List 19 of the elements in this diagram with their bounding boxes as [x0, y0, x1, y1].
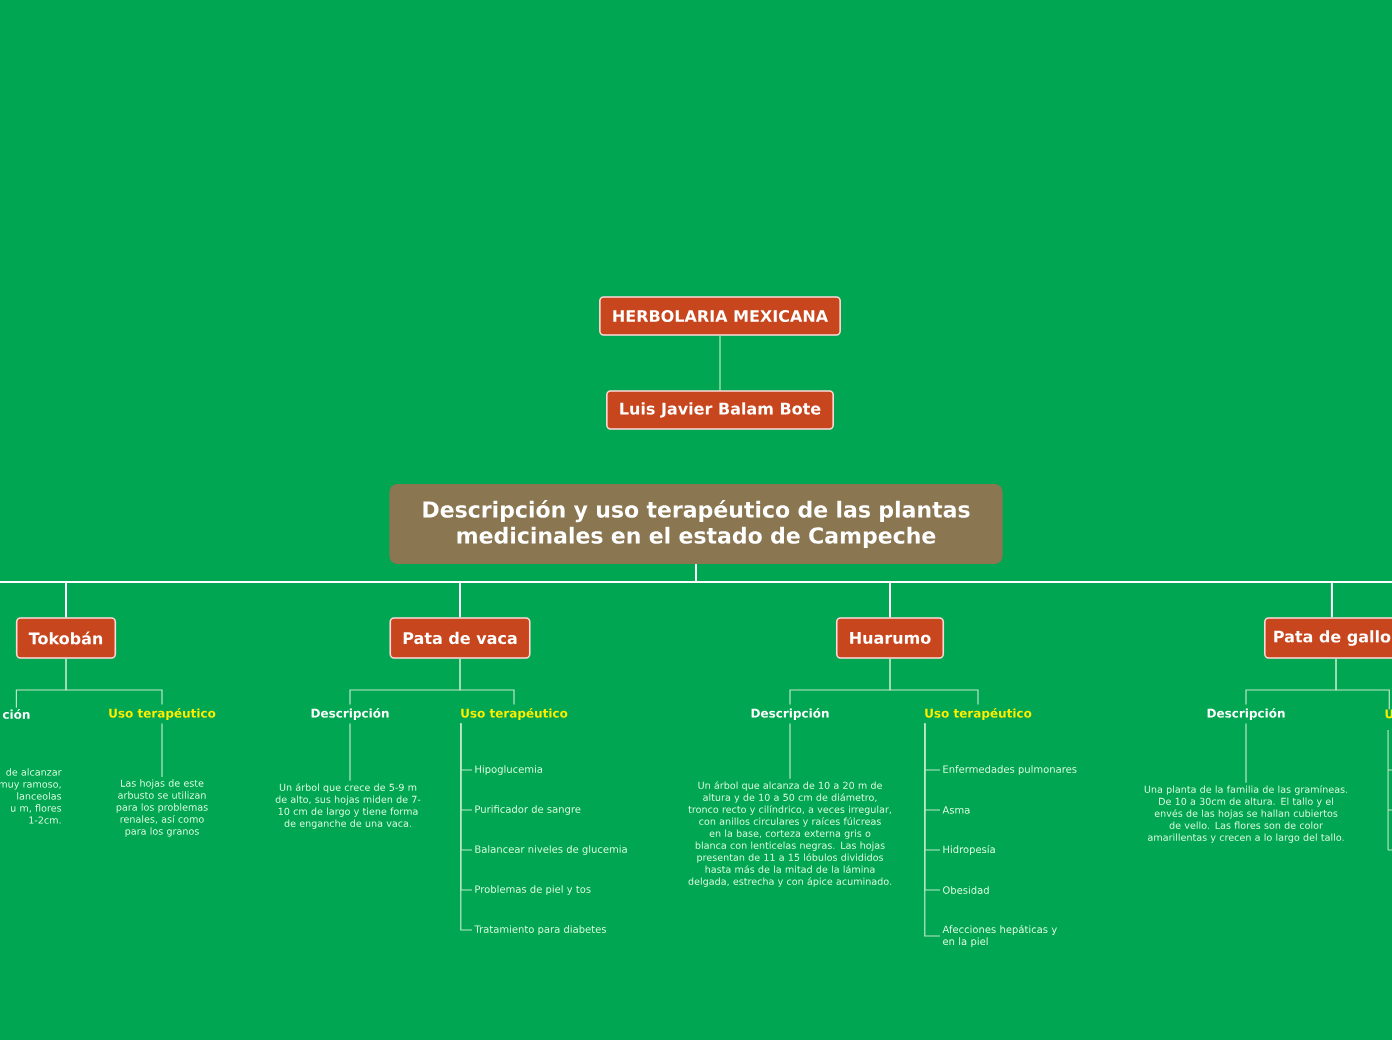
connector-line: [695, 563, 1333, 619]
connector-line: [1245, 722, 1247, 784]
connector-line: [1335, 658, 1390, 710]
connector-line: [459, 658, 515, 706]
topic-box: Luis Javier Balam Bote: [606, 390, 834, 430]
connector-line: [924, 722, 941, 937]
connector-line: [161, 722, 163, 778]
topic-box: HERBOLARIA MEXICANA: [599, 296, 841, 336]
topic-box: Huarumo: [835, 617, 945, 659]
connector-line: [65, 658, 163, 706]
topic-box: Pata de gallo: [1264, 617, 1392, 659]
topic-box: Tokobán: [15, 617, 117, 659]
connector-line: [460, 722, 473, 931]
connector-line: [789, 722, 791, 780]
connector-line: [349, 722, 351, 782]
topic-box: Pata de vaca: [389, 617, 531, 659]
connector-line: [889, 658, 979, 706]
central-topic-box: Descripción y uso terapéutico de las plantas medicinales en el estado de Campeche: [389, 484, 1003, 564]
connector-line: [719, 335, 721, 391]
